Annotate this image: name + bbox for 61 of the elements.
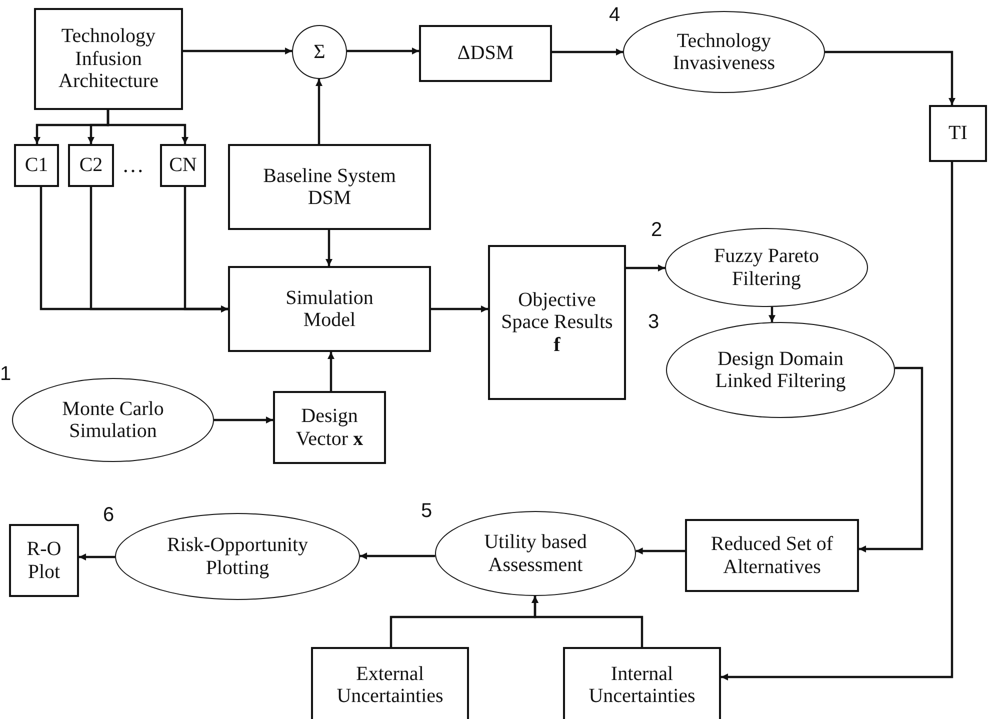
node-label: Utility based Assessment	[483, 531, 588, 576]
process-box	[311, 647, 469, 719]
ellipsis-label: …	[122, 152, 144, 178]
arrow	[346, 48, 419, 54]
node-label: Reduced Set of Alternatives	[710, 533, 834, 578]
arrow	[768, 306, 776, 322]
arrow	[184, 187, 228, 312]
arrow	[316, 79, 322, 144]
node-label: Technology Invasiveness	[672, 30, 776, 74]
arrow	[183, 48, 292, 54]
node-label: C2	[79, 154, 103, 177]
arrow	[859, 366, 924, 552]
process-box	[929, 105, 987, 162]
process-box	[160, 144, 206, 187]
node-label: R-O Plot	[26, 538, 62, 583]
node-label: Internal Uncertainties	[588, 662, 696, 708]
node-label: External Uncertainties	[336, 662, 444, 708]
arrow	[326, 230, 332, 266]
process-box	[563, 647, 721, 719]
process-box	[685, 519, 859, 592]
node-label: Objective Space Results f	[500, 288, 614, 356]
arrow	[626, 264, 665, 272]
arrow	[79, 554, 115, 560]
node-label: TI	[948, 122, 968, 145]
node-label: C1	[24, 154, 48, 177]
arrow	[532, 596, 644, 647]
step-number: 5	[421, 501, 432, 521]
step-number: 6	[103, 505, 114, 525]
node-label: Simulation Model	[284, 286, 374, 332]
node-label: Σ	[314, 40, 326, 64]
arrow	[360, 552, 436, 560]
node-label: CN	[169, 154, 197, 177]
step-number: 4	[609, 5, 620, 25]
arrow	[328, 352, 334, 391]
process-box	[488, 245, 626, 400]
arrow	[636, 548, 685, 554]
node-label: Technology Infusion Architecture	[58, 25, 160, 93]
arrow	[552, 48, 623, 56]
node-label: Monte Carlo Simulation	[61, 398, 165, 442]
step-number: 1	[0, 364, 12, 384]
process-box	[228, 144, 431, 230]
node-label: ΔDSM	[457, 42, 514, 65]
process-box	[273, 391, 386, 464]
node-label: Design Domain Linked Filtering	[714, 348, 847, 392]
arrow	[721, 162, 954, 680]
process-box	[34, 8, 183, 110]
node-label: Design Vector x	[294, 405, 364, 450]
arrow	[106, 110, 188, 144]
process-box	[419, 25, 552, 82]
step-number: 2	[651, 220, 662, 240]
node-label: Risk-Opportunity Plotting	[166, 534, 310, 579]
arrow	[431, 306, 488, 312]
process-box	[68, 144, 114, 187]
node-label: Baseline System DSM	[262, 164, 397, 210]
arrow	[825, 50, 956, 105]
node-label: Fuzzy Pareto Filtering	[713, 245, 820, 290]
process-box	[14, 144, 59, 187]
step-number: 3	[648, 312, 660, 332]
process-box	[228, 266, 431, 352]
process-box	[9, 524, 79, 597]
arrow	[214, 416, 273, 424]
